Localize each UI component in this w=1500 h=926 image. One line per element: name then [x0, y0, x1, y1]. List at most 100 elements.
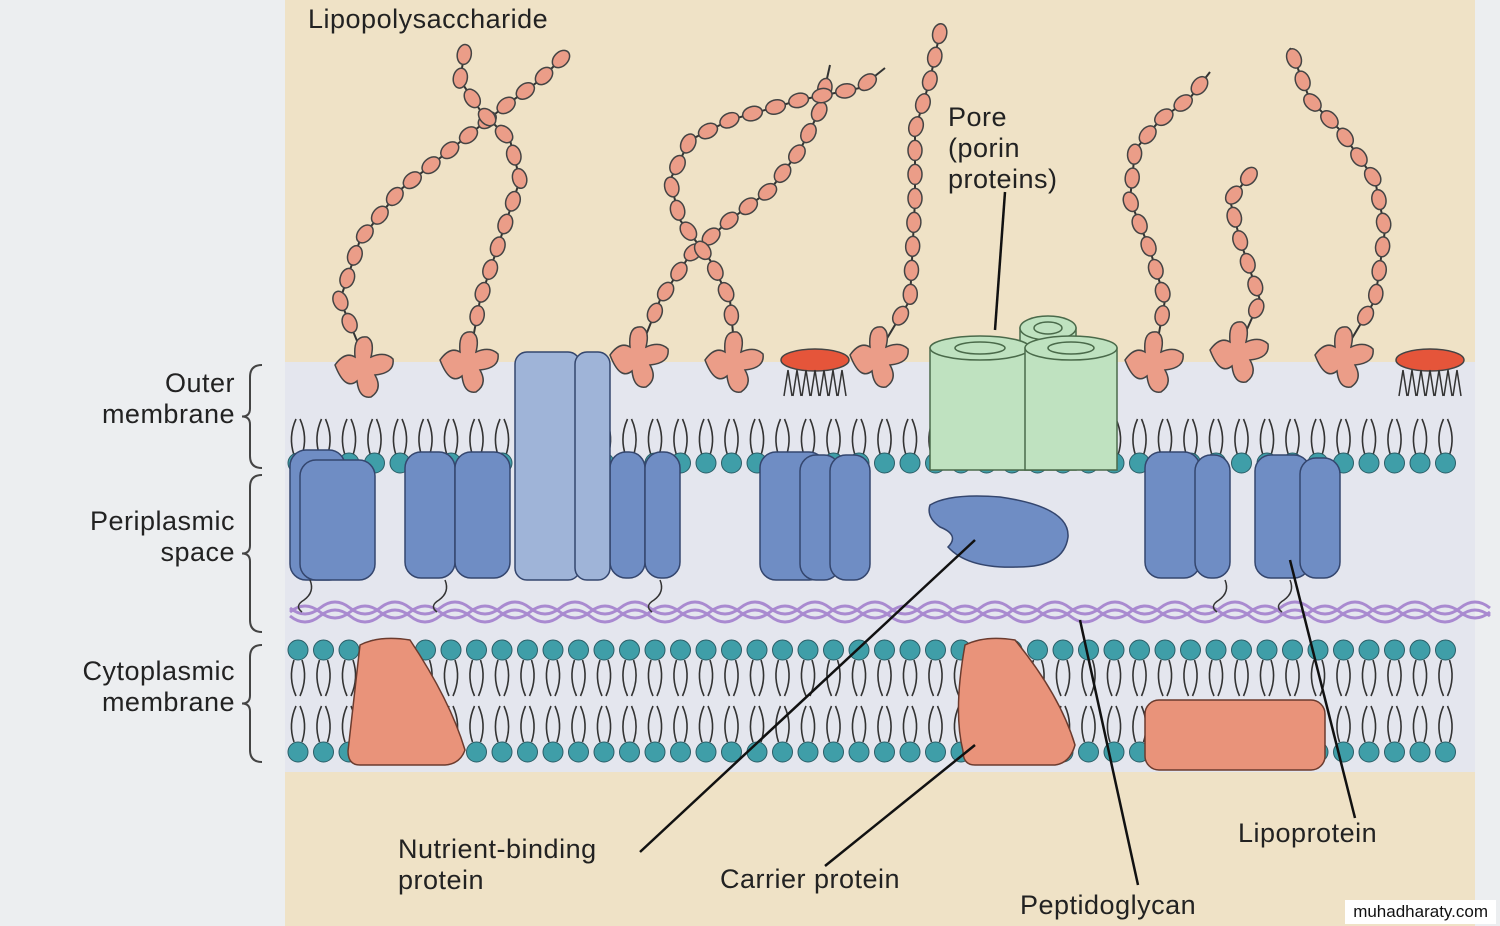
lipid-tail — [341, 659, 357, 697]
lps-sugar-bead — [1367, 283, 1384, 306]
periplasmic-protein — [1299, 457, 1341, 579]
lps-sugar-bead — [1294, 70, 1311, 92]
lps-sugar-bead — [1122, 191, 1139, 213]
region-brace — [241, 644, 263, 763]
lipid-tail — [443, 659, 459, 697]
lipid-tail — [545, 705, 561, 743]
lipid-head — [1384, 741, 1405, 763]
lipid-head — [899, 741, 921, 763]
lipid-head — [1205, 639, 1227, 661]
porin-channel — [1033, 321, 1063, 335]
lps-sugar-bead — [1224, 185, 1243, 205]
lipid-tail — [851, 659, 867, 697]
lipid-head — [440, 639, 462, 661]
lipid-tail — [698, 659, 714, 697]
watermark: muhadharaty.com — [1345, 900, 1496, 924]
lipid-head — [899, 452, 921, 474]
lipid-tail — [775, 659, 790, 697]
leader-line — [1078, 619, 1140, 886]
lipid-tail — [1425, 369, 1435, 397]
label-outer-membrane: Outer membrane — [102, 368, 235, 430]
lipid-head — [593, 639, 615, 661]
lipid-head — [823, 639, 844, 661]
lipid-head — [695, 452, 717, 474]
lipid-head — [542, 639, 564, 661]
lps-sugar-bead — [346, 244, 363, 266]
lipid-head — [1256, 639, 1278, 661]
lps-sugar-bead — [891, 305, 910, 326]
lipid-tail — [316, 705, 331, 743]
lipid-tail — [724, 418, 739, 456]
lipid-tail — [928, 659, 943, 697]
lipid-head — [1435, 452, 1456, 474]
lipid-tail — [596, 659, 612, 697]
lps-sugar-bead — [656, 281, 675, 302]
lps-sugar-bead — [757, 182, 778, 201]
lps-sugar-bead — [669, 199, 686, 221]
lipid-tail — [1285, 659, 1300, 697]
lipid-tail — [494, 705, 510, 743]
lps-sugar-bead — [764, 98, 787, 116]
porin-cylinder — [1024, 347, 1118, 471]
lipid-tail — [851, 705, 867, 743]
label-pore-line3: proteins) — [948, 164, 1058, 194]
peptidoglycan-strand — [289, 608, 1491, 624]
lps-sugar-bead — [452, 67, 469, 89]
lipid-tail — [724, 705, 739, 743]
periplasmic-protein — [1144, 451, 1201, 579]
lps-sugar-bead — [906, 211, 922, 234]
lps-sugar-bead — [1138, 125, 1157, 145]
lipid-red-head — [1395, 348, 1465, 372]
lps-sugar-bead — [907, 139, 923, 162]
lipid-head — [619, 741, 640, 763]
region-brace — [241, 474, 263, 633]
lipid-tail — [851, 418, 867, 456]
lipid-tail — [469, 659, 484, 697]
lipid-tail — [1438, 705, 1453, 743]
lipid-head — [1282, 639, 1303, 661]
label-outer-line2: membrane — [101, 399, 235, 429]
lipid-head — [517, 741, 538, 763]
lps-sugar-bead — [902, 283, 919, 306]
porin-top — [929, 335, 1031, 361]
lipoprotein-tether — [1212, 579, 1228, 613]
lps-sugar-bead — [1374, 236, 1391, 258]
lipid-head — [797, 741, 819, 763]
lipid-head — [1384, 639, 1405, 661]
lipid-head — [1231, 452, 1252, 474]
braces — [241, 364, 263, 763]
lipid-head — [338, 639, 360, 661]
lps-sugar-bead — [693, 240, 712, 261]
peptidoglycan-strand — [289, 600, 1491, 616]
lipid-tail — [367, 418, 382, 456]
lipid-head — [1435, 639, 1456, 661]
lipid-head — [1409, 452, 1431, 474]
periplasmic-protein — [609, 451, 646, 579]
porin-channel — [954, 341, 1006, 355]
lps-sugar-bead — [719, 111, 740, 129]
label-outer-line1: Outer — [164, 368, 235, 398]
label-periplasmic-space: Periplasmic space — [90, 506, 235, 568]
lps-sugar-bead — [482, 259, 499, 281]
lps-sugar-bead — [497, 213, 514, 235]
lipid-head — [466, 741, 487, 763]
label-periplasmic-line2: space — [160, 537, 235, 567]
lps-sugar-bead — [1173, 94, 1193, 112]
lipid-tail — [647, 705, 663, 743]
label-pore-line1: Pore — [948, 102, 1008, 132]
lps-sugar-bead — [663, 176, 680, 198]
lipid-head — [874, 639, 895, 661]
lipid-tail — [828, 369, 838, 397]
lipid-a-anchor — [609, 326, 669, 388]
lipid-tail — [837, 369, 847, 397]
porin-channel — [1047, 341, 1095, 355]
lps-sugar-bead — [669, 154, 686, 176]
lps-sugar-bead — [1147, 258, 1164, 280]
label-cytoplasmic-membrane: Cytoplasmic membrane — [82, 656, 235, 718]
lps-sugar-bead — [515, 82, 536, 100]
lipoprotein-tether — [647, 579, 663, 613]
lipid-tail — [1387, 418, 1402, 456]
lipid-head — [1052, 639, 1074, 661]
transmembrane-protein — [514, 351, 581, 581]
